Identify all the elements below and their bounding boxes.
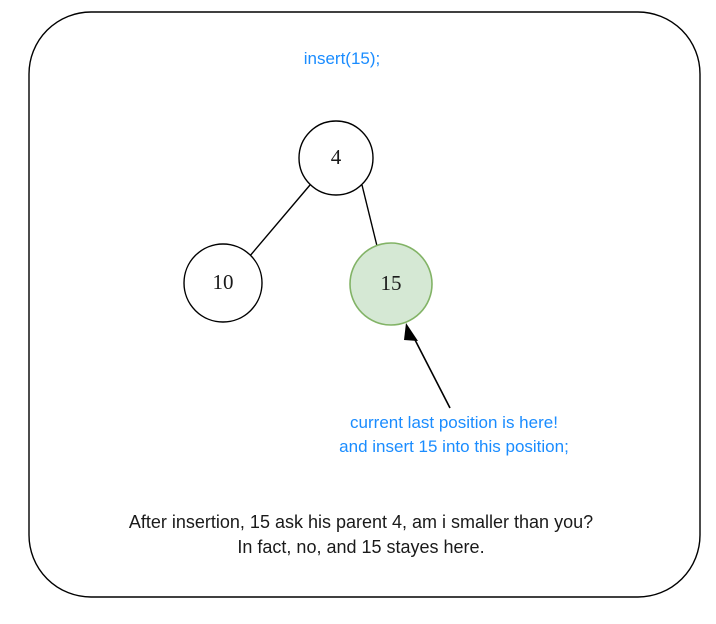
tree-node-right-child[interactable]: 15 (349, 242, 433, 326)
annotation-line-1: current last position is here! (350, 413, 558, 432)
insert-call-label: insert(15); (304, 49, 381, 68)
tree-node-left-child[interactable]: 10 (183, 243, 263, 323)
caption-line-2: In fact, no, and 15 stayes here. (237, 537, 484, 557)
pointer-arrow-icon (404, 323, 451, 409)
pointer-arrow-shaft (411, 333, 451, 409)
node-circle-root (298, 120, 374, 196)
caption-line-1: After insertion, 15 ask his parent 4, am… (129, 512, 593, 532)
node-circle-left-child (183, 243, 263, 323)
node-label-root: 4 (331, 145, 342, 169)
tree-node-root[interactable]: 4 (298, 120, 374, 196)
edge-root-to-left-child (248, 184, 311, 258)
node-circle-right-child (349, 242, 433, 326)
node-label-right-child: 15 (381, 271, 402, 295)
edge-root-to-right-child (361, 184, 378, 247)
pointer-arrow-head (404, 323, 418, 341)
annotation-line-2: and insert 15 into this position; (339, 437, 569, 456)
node-label-left-child: 10 (213, 270, 234, 294)
